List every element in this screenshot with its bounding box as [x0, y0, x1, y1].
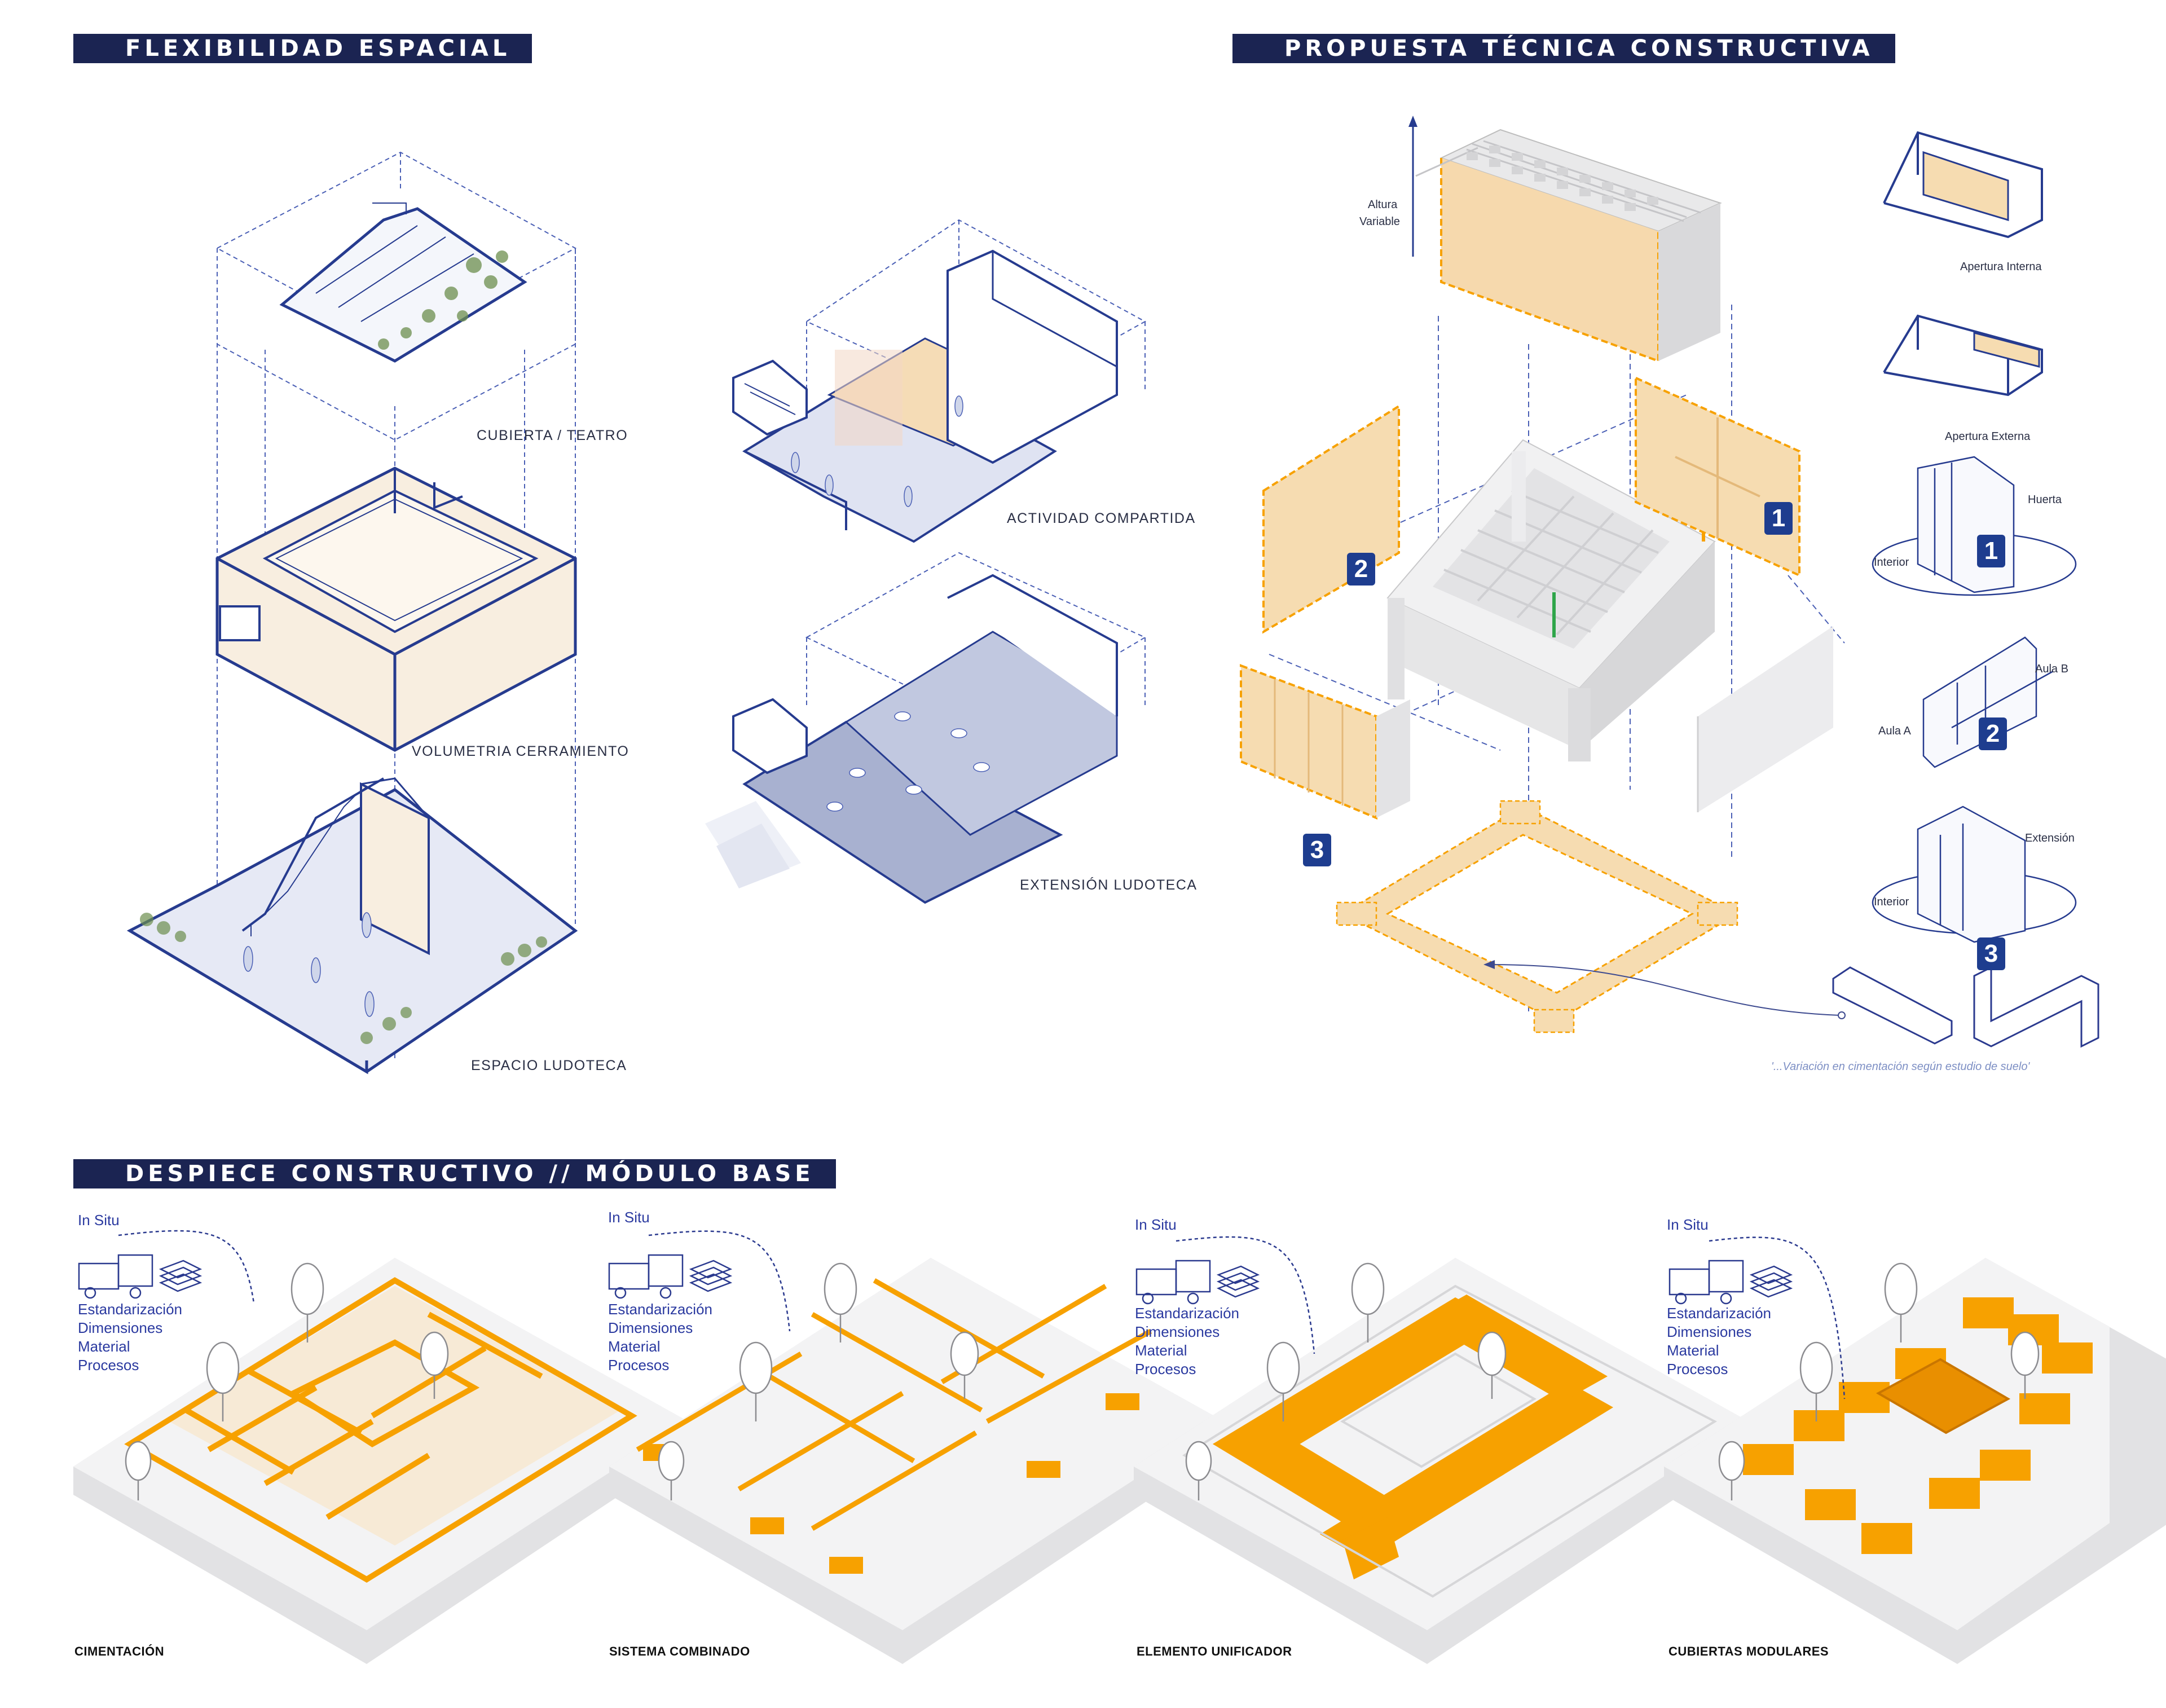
insitu-label-4: In Situ	[1667, 1216, 1709, 1233]
line-dimensiones: Dimensiones	[1667, 1323, 1752, 1340]
label-extension-ludoteca: EXTENSIÓN LUDOTECA	[1020, 877, 1198, 893]
label-espacio-ludoteca: ESPACIO LUDOTECA	[471, 1058, 627, 1073]
insitu-label-2: In Situ	[608, 1209, 650, 1226]
panel-right	[1635, 376, 1800, 578]
line-estandarizacion: Estandarización	[78, 1301, 182, 1318]
tree-icons	[125, 1262, 2040, 1500]
extension-diagram	[1872, 805, 2077, 943]
caption-cimentacion: CIMENTACIÓN	[74, 1644, 165, 1658]
line-estandarizacion: Estandarización	[1135, 1305, 1239, 1322]
label-extension: Extensión	[2025, 832, 2075, 844]
label-interior-1: Interior	[1874, 556, 1909, 569]
insitu-label-1: In Situ	[78, 1212, 120, 1229]
stack-icon-3	[1216, 1265, 1260, 1298]
line-procesos: Procesos	[1667, 1361, 1728, 1377]
badge-2: 2	[1347, 553, 1375, 586]
caption-elemento-unificador: ELEMENTO UNIFICADOR	[1137, 1644, 1292, 1658]
volumetria-cerramiento-diagram	[215, 466, 577, 752]
espacio-ludoteca-diagram	[126, 777, 578, 1075]
line-material: Material	[608, 1338, 661, 1355]
panel-bottom-left	[1240, 664, 1410, 820]
aula-diagram	[1922, 636, 2054, 768]
header-despiece: DESPIECE CONSTRUCTIVO // MÓDULO BASE	[73, 1159, 836, 1188]
caption-cubiertas-modulares: CUBIERTAS MODULARES	[1668, 1644, 1829, 1658]
insitu-label-3: In Situ	[1135, 1216, 1177, 1233]
cubierta-teatro-diagram	[215, 151, 577, 441]
platform-elemento-unificador	[1134, 1258, 1749, 1664]
badge-3: 3	[1303, 834, 1331, 866]
extension-ludoteca-diagram	[705, 552, 1147, 904]
cubierta-teatro-roof	[279, 207, 527, 363]
platform-sistema-combinado	[609, 1258, 1224, 1664]
label-actividad-compartida: ACTIVIDAD COMPARTIDA	[1007, 510, 1196, 526]
apertura-externa-diagram	[1883, 314, 2043, 397]
truck-icon-4	[1668, 1260, 1744, 1305]
truck-icon-1	[78, 1254, 153, 1299]
truck-icon-2	[608, 1254, 684, 1299]
line-material: Material	[1135, 1342, 1187, 1359]
stack-icon-1	[159, 1260, 202, 1292]
label-aula-b: Aula B	[2035, 663, 2068, 675]
line-dimensiones: Dimensiones	[608, 1319, 693, 1336]
insitu-list-4: Estandarización Dimensiones Material Pro…	[1667, 1304, 1771, 1379]
line-dimensiones: Dimensiones	[1135, 1323, 1220, 1340]
label-variable: Variable	[1359, 215, 1400, 228]
line-material: Material	[78, 1338, 130, 1355]
badge-3-side: 3	[1977, 937, 2005, 970]
stack-icon-4	[1749, 1265, 1793, 1298]
line-procesos: Procesos	[1135, 1361, 1196, 1377]
platform-cubiertas-modulares	[1664, 1258, 2166, 1664]
line-dimensiones: Dimensiones	[78, 1319, 163, 1336]
label-interior-3: Interior	[1874, 896, 1909, 908]
insitu-list-3: Estandarización Dimensiones Material Pro…	[1135, 1304, 1239, 1379]
platform-cimentacion	[73, 1258, 688, 1664]
truck-icon-3	[1135, 1260, 1211, 1305]
label-cubierta-teatro: CUBIERTA / TEATRO	[477, 428, 628, 443]
actividad-compartida-diagram	[732, 219, 1147, 543]
header-propuesta: PROPUESTA TÉCNICA CONSTRUCTIVA	[1232, 34, 1895, 63]
label-apertura-interna: Apertura Interna	[1960, 261, 2042, 273]
foundation-ring	[1340, 805, 1740, 1022]
top-slab-module	[1415, 129, 1722, 363]
insitu-list-2: Estandarización Dimensiones Material Pro…	[608, 1300, 712, 1375]
line-estandarizacion: Estandarización	[608, 1301, 712, 1318]
line-procesos: Procesos	[608, 1357, 670, 1374]
badge-2-side: 2	[1979, 717, 2007, 750]
line-procesos: Procesos	[78, 1357, 139, 1374]
badge-1: 1	[1764, 502, 1793, 535]
badge-1-side: 1	[1977, 535, 2005, 567]
label-aula-a: Aula A	[1878, 725, 1911, 737]
stack-icon-2	[689, 1260, 733, 1292]
line-material: Material	[1667, 1342, 1719, 1359]
label-apertura-externa: Apertura Externa	[1945, 430, 2031, 443]
label-altura: Altura	[1368, 199, 1398, 211]
apertura-interna-diagram	[1883, 131, 2043, 239]
caption-sistema-combinado: SISTEMA COMBINADO	[609, 1644, 750, 1658]
frame-structure	[1375, 439, 1716, 761]
panel-left	[1262, 404, 1400, 634]
note-cimentacion: '...Variación en cimentación según estud…	[1771, 1060, 2030, 1073]
panel-bottom-right	[1697, 626, 1833, 812]
label-huerta: Huerta	[2028, 494, 2062, 506]
label-volumetria-cerramiento: VOLUMETRIA CERRAMIENTO	[412, 743, 629, 759]
line-estandarizacion: Estandarización	[1667, 1305, 1771, 1322]
insitu-list-1: Estandarización Dimensiones Material Pro…	[78, 1300, 182, 1375]
header-flexibilidad: FLEXIBILIDAD ESPACIAL	[73, 34, 532, 63]
insitu-icons	[78, 1230, 1846, 1399]
